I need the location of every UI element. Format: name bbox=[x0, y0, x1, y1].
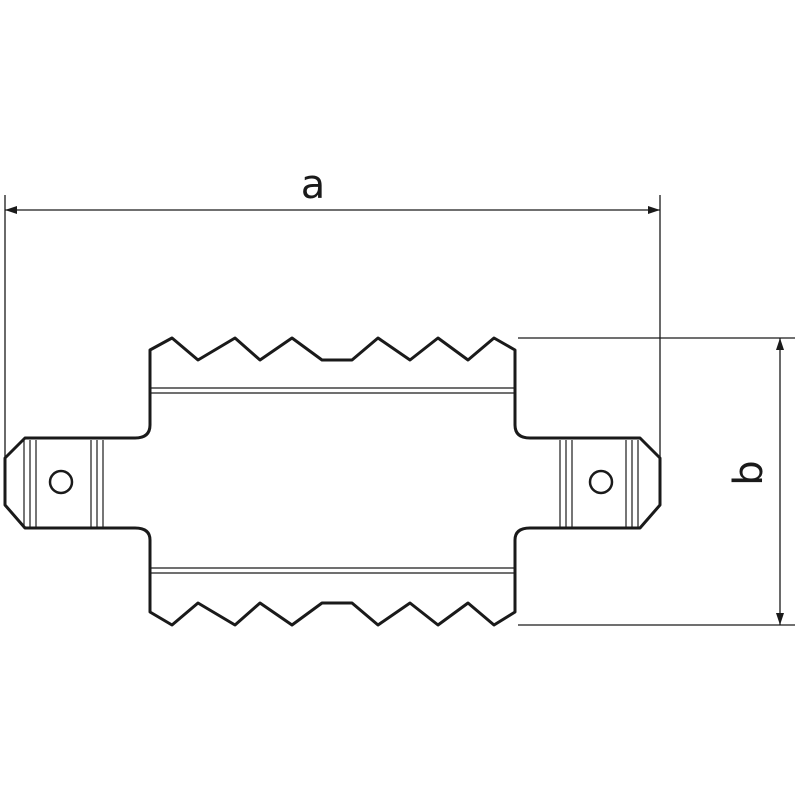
dimension-label-b: b bbox=[726, 460, 772, 485]
left-tab bbox=[23, 440, 104, 527]
left-mounting-hole bbox=[48, 469, 74, 495]
part-outline bbox=[3, 336, 662, 627]
dimension-a bbox=[4, 195, 661, 460]
dimension-b bbox=[518, 337, 795, 626]
right-mounting-hole bbox=[588, 469, 614, 495]
right-tab bbox=[559, 440, 639, 527]
groove-lines bbox=[150, 387, 515, 574]
dimension-label-a: a bbox=[301, 162, 326, 208]
